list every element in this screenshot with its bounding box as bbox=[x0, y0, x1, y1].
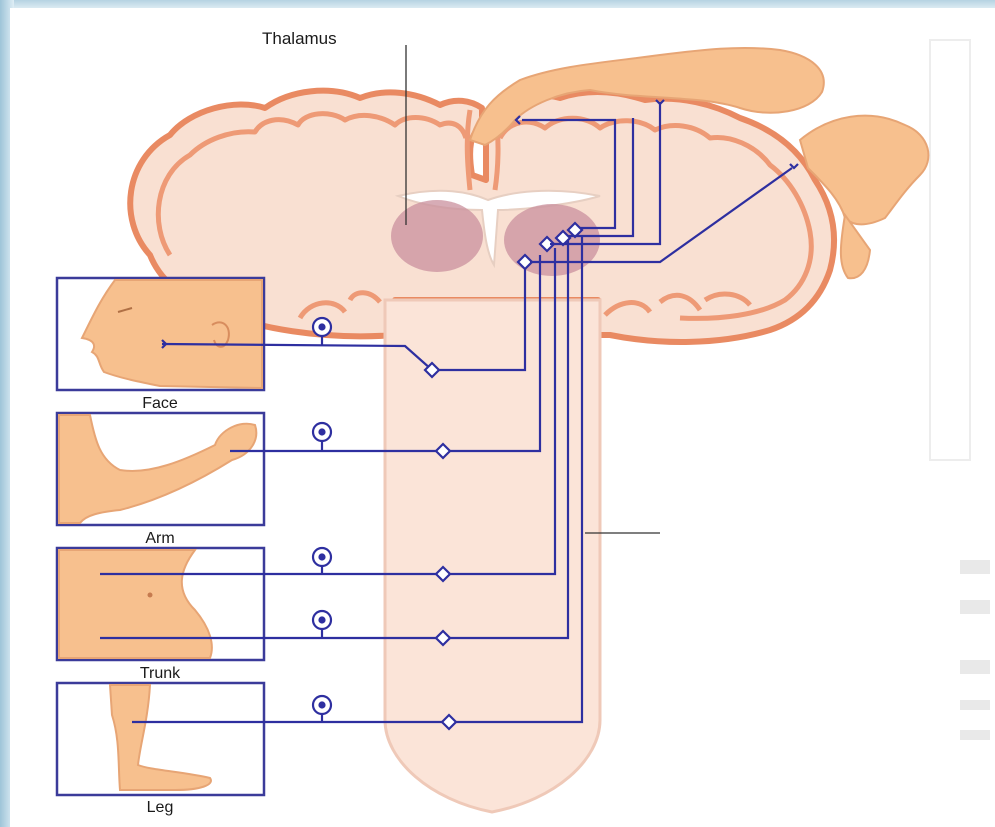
panel-label-trunk: Trunk bbox=[140, 665, 181, 682]
panel-trunk: Trunk bbox=[57, 548, 264, 682]
panel-label-arm: Arm bbox=[145, 530, 174, 547]
background-ghost bbox=[930, 40, 990, 740]
thalamus-left bbox=[391, 200, 483, 272]
panel-arm: Arm bbox=[57, 413, 264, 547]
thalamus-right bbox=[504, 204, 600, 276]
panel-leg: Leg bbox=[57, 683, 264, 816]
panel-label-face: Face bbox=[142, 395, 178, 412]
face-illustration bbox=[82, 280, 262, 388]
panel-label-leg: Leg bbox=[147, 799, 174, 816]
thalamus-label: Thalamus bbox=[262, 29, 337, 48]
dorsal-root-ganglia bbox=[313, 318, 331, 722]
